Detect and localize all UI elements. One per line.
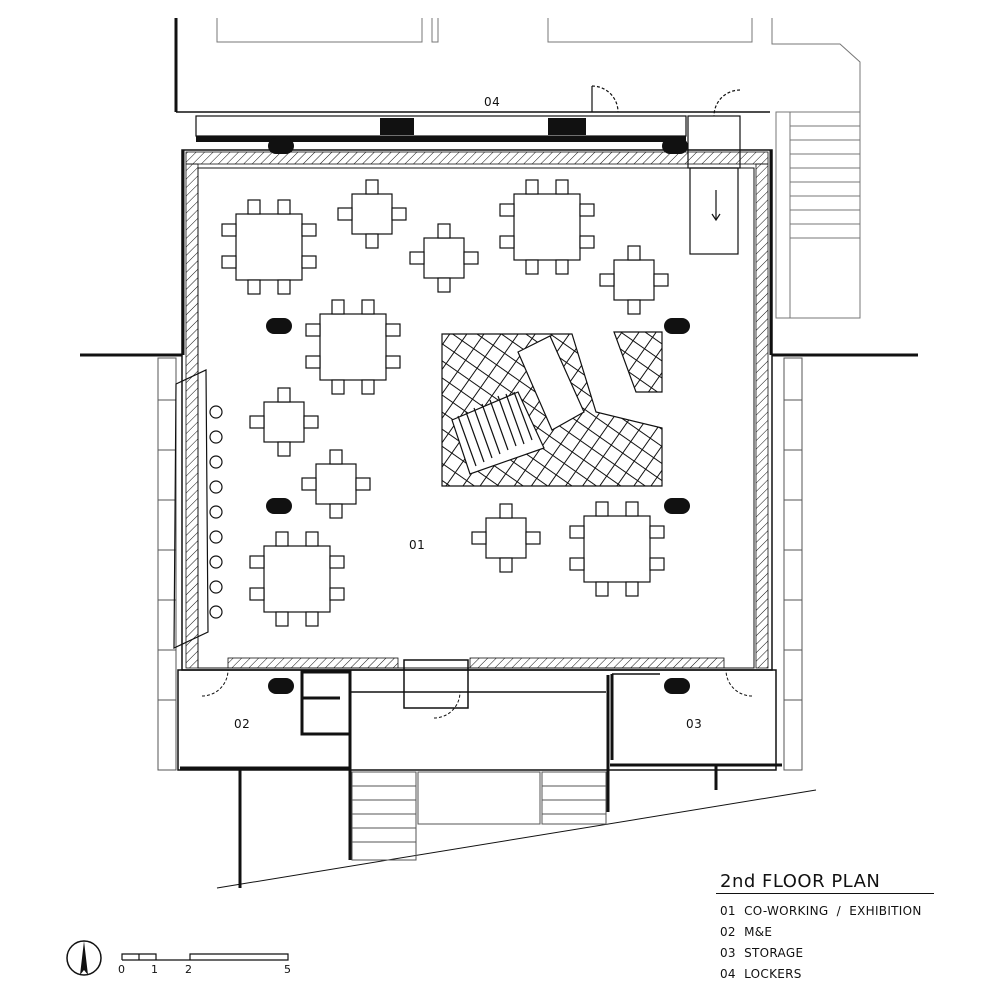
context-stair-right [790,125,860,239]
legend-num: 01 [720,904,736,918]
legend-text: CO-WORKING / EXHIBITION [744,904,922,918]
table-large-3 [305,299,401,395]
table-small-4 [249,387,319,457]
title-underline [716,893,934,894]
legend-text: LOCKERS [744,967,802,981]
lockers-strip [176,111,770,142]
columns [266,138,690,694]
legend-item: 02 M&E [720,925,922,946]
room-label-03: 03 [686,717,703,731]
service-walls [177,659,817,889]
table-small-1 [337,179,407,249]
table-small-6 [471,503,541,573]
hatched-walls [185,151,769,669]
central-stair [441,331,663,487]
legend-num: 04 [720,967,736,981]
scale-label-0: 0 [118,963,125,976]
legend-item: 03 STORAGE [720,946,922,967]
legend-num: 02 [720,925,736,939]
table-large-4 [249,531,345,627]
room-label-01: 01 [409,538,426,552]
plan-title: 2nd FLOOR PLAN [720,871,881,892]
large-tables [221,179,665,627]
context-lines [175,18,861,319]
table-small-2 [409,223,479,293]
scale-label-2: 2 [185,963,192,976]
north-arrow-icon [66,940,102,976]
lift-shaft [591,85,741,255]
table-large-2 [499,179,595,275]
legend-item: 01 CO-WORKING / EXHIBITION [720,904,922,925]
legend-item: 04 LOCKERS [720,967,922,988]
scale-label-5: 5 [284,963,291,976]
bar-stools [209,405,223,619]
legend-text: STORAGE [744,946,804,960]
table-small-5 [301,449,371,519]
room-label-04: 04 [484,95,501,109]
scale-bar [121,953,289,961]
small-tables [249,179,669,573]
table-large-1 [221,199,317,295]
room-label-02: 02 [234,717,251,731]
scale-label-1: 1 [151,963,158,976]
bar-counter [173,369,209,649]
lower-stairs [351,771,607,861]
table-large-5 [569,501,665,597]
table-small-3 [599,245,669,315]
side-panels [157,357,803,771]
legend-text: M&E [744,925,773,939]
legend-num: 03 [720,946,736,960]
room-legend: 01 CO-WORKING / EXHIBITION 02 M&E 03 STO… [720,904,922,988]
